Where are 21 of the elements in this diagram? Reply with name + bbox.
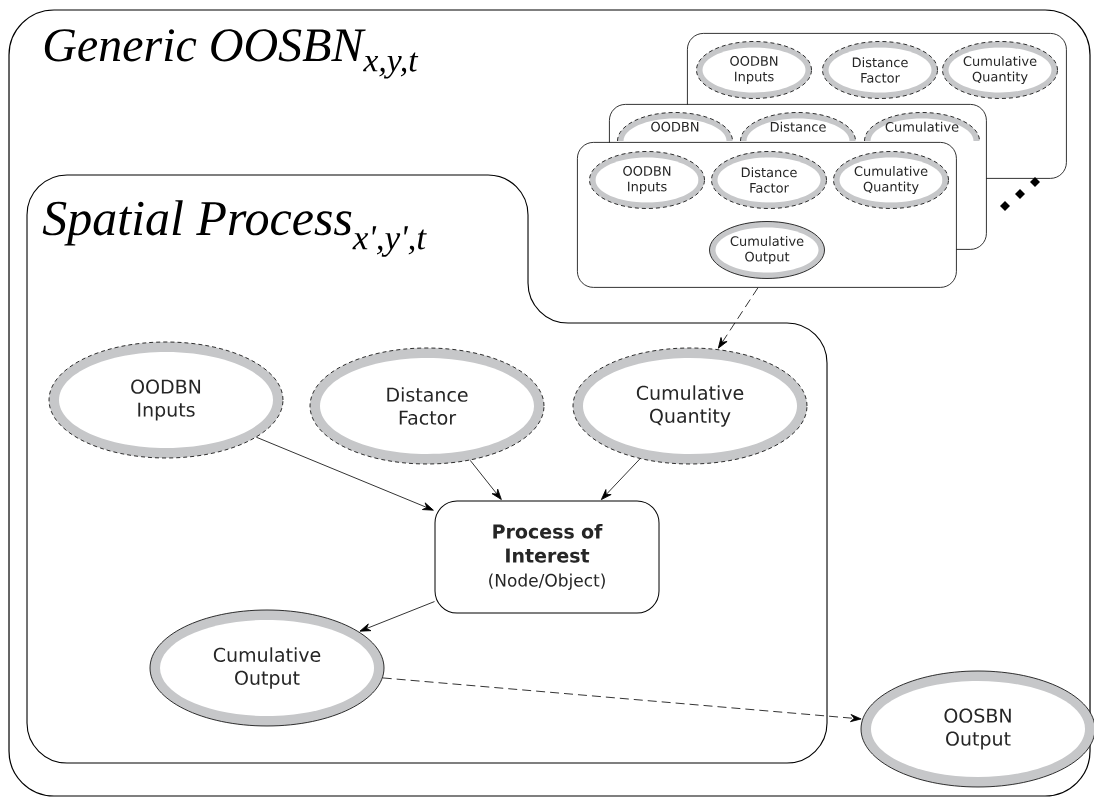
arrow	[256, 436, 434, 511]
ellipse-node: Distance Factor	[309, 347, 545, 465]
ellipse-node: Cumulative Quantity	[572, 347, 808, 465]
ellipse-node: Cumulative Quantity	[942, 41, 1058, 99]
ellipse-node: Distance Factor	[711, 151, 827, 209]
arrow	[359, 601, 435, 632]
ellipse-node: Cumulative Output	[709, 221, 825, 279]
arrow	[382, 677, 862, 723]
arrow	[717, 287, 759, 349]
ellipse-node: Cumulative Quantity	[833, 151, 949, 209]
ellipse-node: Distance	[740, 112, 856, 142]
process-box: Process of Interest (Node/Object)	[434, 500, 660, 614]
ellipse-node: OODBN Inputs	[48, 341, 284, 459]
ellipse-node: Cumulative	[864, 112, 980, 142]
ellipse-node: OOSBN Output	[860, 670, 1094, 788]
ellipse-node: OODBN Inputs	[589, 151, 705, 209]
ellipse-node: Cumulative Output	[149, 609, 385, 727]
ellipse-node: Distance Factor	[822, 41, 938, 99]
arrow	[600, 458, 641, 500]
ellipse-node: OODBN Inputs	[696, 41, 812, 99]
arrow	[469, 459, 502, 500]
